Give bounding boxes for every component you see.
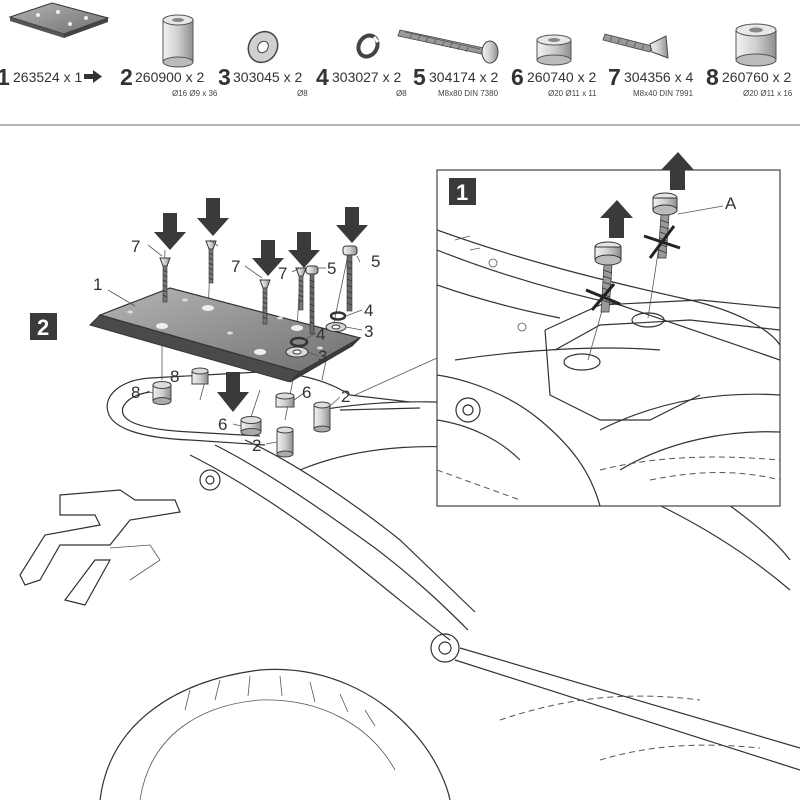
- parts-strip: 1 263524 x 1 2 260900 x 2 Ø16 Ø9 x 36 3 …: [0, 2, 793, 98]
- button-head-screw-icon: [397, 29, 499, 64]
- spacer-8-right: [191, 367, 209, 385]
- step-1-label: 1: [456, 180, 468, 205]
- callout-2: 2: [341, 387, 350, 406]
- screw-5-b: [342, 245, 358, 312]
- callout-5: 5: [327, 259, 336, 278]
- spacer-2-right: [313, 401, 331, 433]
- removed-screw-left: [594, 241, 622, 313]
- part-spec: Ø20 Ø11 x 16: [743, 89, 793, 98]
- part-number: 1: [0, 64, 10, 90]
- part-8-label: 8 260760 x 2 Ø20 Ø11 x 16: [706, 64, 793, 98]
- part-spec: M8x40 DIN 7991: [633, 89, 694, 98]
- up-arrow-icon: [600, 152, 694, 238]
- callout-2: 2: [252, 436, 261, 455]
- inset-leader-line: [354, 357, 438, 396]
- washer-4-rear: [329, 311, 347, 321]
- part-number: 4: [316, 64, 329, 90]
- callout-4: 4: [316, 325, 325, 344]
- part-number: 3: [218, 64, 231, 90]
- callout-a: A: [725, 194, 737, 213]
- down-arrow-icon: [154, 198, 368, 412]
- lock-washer-icon: [356, 33, 380, 59]
- callout-8: 8: [170, 367, 179, 386]
- removed-screw-right: [652, 192, 678, 259]
- washer-3-rear: [325, 322, 347, 332]
- callout-1: 1: [93, 275, 102, 294]
- cross-mark-icon: [585, 225, 681, 311]
- part-spec: M8x80 DIN 7380: [438, 89, 499, 98]
- washer-4-front: [289, 336, 309, 348]
- part-spec: Ø8: [297, 89, 308, 98]
- step-2-badge: 2: [30, 313, 57, 340]
- part-number: 5: [413, 64, 426, 90]
- screw-7-a: [159, 257, 171, 303]
- countersunk-screw-icon: [602, 33, 669, 59]
- flat-washer-icon: [247, 30, 279, 64]
- part-2-label: 2 260900 x 2 Ø16 Ø9 x 36: [120, 64, 218, 98]
- part-number: 7: [608, 64, 621, 90]
- callout-7: 7: [278, 264, 287, 283]
- plate-icon: [8, 2, 110, 38]
- callout-4: 4: [364, 301, 373, 320]
- callout-3: 3: [318, 347, 327, 366]
- part-code: 304174 x 2: [429, 69, 498, 85]
- medium-spacer-icon: [735, 23, 777, 67]
- screw-7-b: [205, 240, 217, 284]
- main-assembly: 7 1 7 7 5 5 4 4 3 3 8 8 6 6 2 2 2: [19, 198, 800, 800]
- callout-7: 7: [131, 237, 140, 256]
- part-code: 260900 x 2: [135, 69, 204, 85]
- part-6-label: 6 260740 x 2 Ø20 Ø11 x 11: [511, 64, 597, 98]
- part-spec: Ø16 Ø9 x 36: [172, 89, 218, 98]
- callout-6: 6: [218, 415, 227, 434]
- part-4-label: 4 303027 x 2 Ø8: [316, 64, 407, 98]
- part-1-label: 1 263524 x 1: [0, 64, 102, 90]
- part-number: 8: [706, 64, 719, 90]
- screw-7-c: [259, 279, 271, 325]
- spacer-2-left: [276, 426, 294, 458]
- part-7-label: 7 304356 x 4 M8x40 DIN 7991: [608, 64, 694, 98]
- part-code: 260740 x 2: [527, 69, 596, 85]
- part-number: 6: [511, 64, 524, 90]
- spacer-6-right: [275, 392, 295, 408]
- screw-7-d: [295, 267, 307, 311]
- part-3-label: 3 303045 x 2 Ø8: [218, 64, 308, 98]
- part-number: 2: [120, 64, 133, 90]
- callout-8: 8: [131, 383, 140, 402]
- part-spec: Ø20 Ø11 x 11: [548, 89, 597, 98]
- spacer-6-left: [240, 416, 262, 436]
- callout-5: 5: [371, 252, 380, 271]
- washer-3-front: [285, 346, 309, 358]
- screw-5-a: [305, 265, 319, 335]
- inset-step-1: A 1: [436, 152, 781, 507]
- part-code: 260760 x 2: [722, 69, 791, 85]
- part-5-label: 5 304174 x 2 M8x80 DIN 7380: [413, 64, 499, 98]
- part-code: 263524 x 1: [13, 69, 82, 85]
- step-1-badge: 1: [449, 178, 476, 205]
- short-spacer-icon: [536, 34, 572, 66]
- callout-6: 6: [302, 383, 311, 402]
- part-code: 303027 x 2: [332, 69, 401, 85]
- arrow-right-icon: [84, 70, 102, 83]
- tall-spacer-icon: [162, 14, 194, 68]
- callout-7: 7: [231, 257, 240, 276]
- part-code: 304356 x 4: [624, 69, 693, 85]
- callout-leaders: [107, 239, 363, 445]
- callout-3: 3: [364, 322, 373, 341]
- part-code: 303045 x 2: [233, 69, 302, 85]
- step-2-label: 2: [37, 315, 49, 340]
- part-spec: Ø8: [396, 89, 407, 98]
- spacer-8-left: [152, 381, 172, 405]
